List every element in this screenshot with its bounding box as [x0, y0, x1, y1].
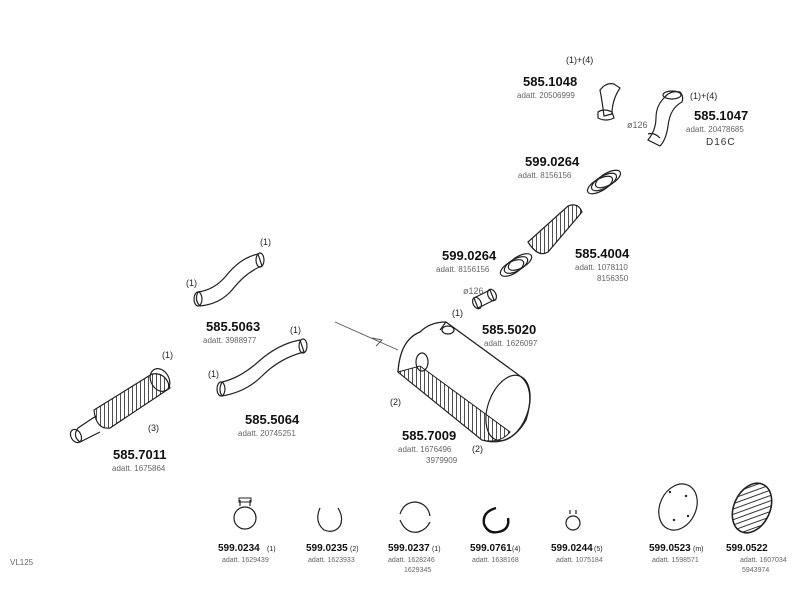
silencer-585-7011	[69, 368, 171, 444]
cover-disc-599-0523	[658, 483, 698, 531]
qty-right-585-7009: (2)	[472, 444, 483, 454]
ref-585-7009: adatt. 1676496	[398, 445, 452, 454]
qty1-585-7011: (1)	[162, 350, 173, 360]
qty-585-1048: (1)+(4)	[566, 55, 593, 65]
qty-599-0235: (2)	[350, 546, 359, 553]
corner-label: VL125	[10, 558, 34, 567]
ref2-599-0522: 5943974	[742, 567, 769, 574]
part-number-585-4004: 585.4004	[575, 246, 630, 261]
qty-left-585-7009: (2)	[390, 397, 401, 407]
part-number-599-0237: 599.0237	[388, 543, 430, 554]
part-number-585-7011: 585.7011	[113, 447, 167, 462]
ref-599-0523: adatt. 1598571	[652, 557, 699, 564]
part-number-599-0235: 599.0235	[306, 543, 348, 554]
pipe-585-5064	[216, 338, 308, 397]
pipe-585-5020	[471, 288, 498, 310]
part-number-599-0234: 599.0234	[218, 543, 260, 554]
qty-585-5020: (1)	[452, 308, 463, 318]
clamp-599-0244	[565, 510, 581, 531]
part-number-585-1048: 585.1048	[523, 74, 577, 89]
qty-599-0523: (m)	[693, 546, 704, 553]
diameter-585-5020: ø126	[463, 286, 484, 296]
qty3-585-7011: (3)	[148, 423, 159, 433]
ref-599-0244: adatt. 1075184	[556, 557, 603, 564]
qty-599-0237: (1)	[432, 546, 441, 553]
part-number-599-0264-lower: 599.0264	[442, 248, 497, 263]
part-number-599-0523: 599.0523	[649, 543, 691, 554]
ref-585-5063: adatt. 3988977	[203, 336, 257, 345]
ref-599-0264-upper: adatt. 8156156	[518, 171, 572, 180]
qty1-585-5064: (1)	[290, 325, 301, 335]
part-number-585-7009: 585.7009	[402, 428, 456, 443]
part-number-599-0522: 599.0522	[726, 543, 768, 554]
ref-585-1047: adatt. 20478685	[686, 125, 744, 134]
ref2-585-4004: 8156350	[597, 274, 629, 283]
part-number-599-0264-upper: 599.0264	[525, 154, 580, 169]
part-number-585-5063: 585.5063	[206, 319, 260, 334]
engine-label: D16C	[706, 137, 736, 148]
ref-585-5020: adatt. 1626097	[484, 339, 538, 348]
qty-599-0234: (1)	[267, 546, 276, 553]
qty-599-0244: (5)	[594, 546, 603, 553]
part-number-585-5020: 585.5020	[482, 322, 536, 337]
silencer-585-7009	[396, 321, 531, 443]
flex-pipe-585-4004	[527, 204, 583, 255]
pipe-585-1047	[647, 90, 684, 147]
ref-585-4004: adatt. 1078110	[575, 263, 628, 272]
ref-585-5064: adatt. 20745251	[238, 429, 296, 438]
clamp-599-0264-lower	[499, 253, 533, 277]
ref-599-0761: adatt. 1638168	[472, 557, 519, 564]
qty1-585-5063: (1)	[260, 237, 271, 247]
clamp-599-0237	[399, 501, 431, 533]
part-number-599-0761: 599.0761	[470, 543, 512, 554]
part-number-599-0244: 599.0244	[551, 543, 593, 554]
ref-585-1048: adatt. 20506999	[517, 91, 575, 100]
clamp-599-0234	[233, 497, 257, 530]
ref2-599-0237: 1629345	[404, 567, 431, 574]
part-number-585-5064: 585.5064	[245, 412, 300, 427]
ref-599-0237: adatt. 1628246	[388, 557, 435, 564]
qty2-585-5064: (1)	[208, 369, 219, 379]
ref2-585-7009: 3979909	[426, 456, 458, 465]
qty2-585-5063: (1)	[186, 278, 197, 288]
clamp-599-0264-upper	[586, 169, 622, 195]
ref-599-0264-lower: adatt. 8156156	[436, 265, 490, 274]
qty-585-1047: (1)+(4)	[690, 91, 717, 101]
pipe-585-1048	[597, 83, 621, 121]
clamp-599-0235	[317, 507, 343, 532]
ref-599-0522: adatt. 1607034	[740, 557, 787, 564]
part-number-585-1047: 585.1047	[694, 108, 748, 123]
connection-arrow	[334, 321, 399, 351]
ref-599-0235: adatt. 1623933	[308, 557, 355, 564]
ref-585-7011: adatt. 1675864	[112, 464, 166, 473]
diameter-585-1047: ø126	[627, 120, 648, 130]
grille-disc-599-0522	[731, 482, 773, 534]
qty-599-0761: (4)	[512, 546, 521, 553]
ring-599-0761	[482, 506, 510, 534]
pipe-585-5063	[193, 252, 265, 307]
ref-599-0234: adatt. 1629439	[222, 557, 269, 564]
